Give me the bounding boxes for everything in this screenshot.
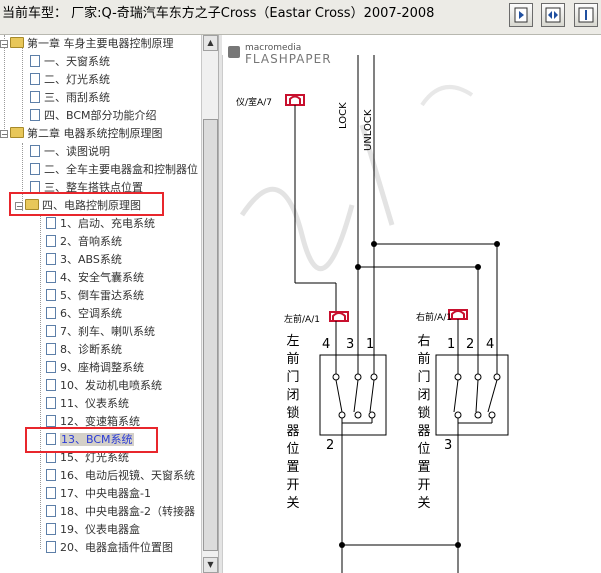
document-icon — [46, 253, 56, 265]
left-connector-label: 左前/A/1 — [284, 315, 320, 325]
document-icon — [46, 235, 56, 247]
right-pin-4: 4 — [486, 337, 495, 352]
tree-item[interactable]: 一、天窗系统 — [30, 54, 110, 70]
left-pin-3: 3 — [346, 337, 355, 352]
collapse-icon[interactable]: − — [0, 40, 8, 49]
document-icon — [30, 163, 40, 175]
highlight-box-bcm — [25, 427, 158, 453]
tree-item[interactable]: 12、变速箱系统 — [46, 414, 140, 430]
document-icon — [46, 505, 56, 517]
tree-folder-circuit-diagrams[interactable]: −四、电路控制原理图 — [15, 199, 141, 212]
tree-chapter-1[interactable]: −第一章 车身主要电器控制原理 — [0, 37, 174, 50]
scroll-up-icon[interactable]: ▲ — [203, 35, 218, 51]
scroll-down-icon[interactable]: ▼ — [203, 557, 218, 573]
chapter-tree: −第一章 车身主要电器控制原理 一、天窗系统二、灯光系统三、雨刮系统四、BCM部… — [0, 35, 201, 573]
tree-scrollbar[interactable]: ▲ ▼ — [201, 35, 219, 573]
document-icon — [30, 109, 40, 121]
document-icon — [46, 415, 56, 427]
tree-item[interactable]: 1、启动、充电系统 — [46, 216, 155, 232]
tree-item[interactable]: 6、空调系统 — [46, 306, 122, 322]
tree-item[interactable]: 8、诊断系统 — [46, 342, 122, 358]
document-viewer: macromedia FLASHPAPER — [222, 35, 601, 573]
document-icon — [46, 379, 56, 391]
document-icon — [46, 469, 56, 481]
tree-item[interactable]: 四、BCM部分功能介绍 — [30, 108, 157, 124]
title-bar: 当前车型： 厂家:Q-奇瑞汽车东方之子Cross（Eastar Cross）20… — [0, 0, 601, 35]
document-icon — [46, 523, 56, 535]
tree-item[interactable]: 二、灯光系统 — [30, 72, 110, 88]
document-icon — [46, 307, 56, 319]
close-icon — [578, 7, 594, 23]
tree-item[interactable]: 3、ABS系统 — [46, 252, 122, 268]
collapse-icon[interactable]: − — [15, 202, 23, 211]
tree-chapter-2[interactable]: −第二章 电器系统控制原理图 — [0, 127, 163, 140]
document-icon — [46, 343, 56, 355]
tree-item[interactable]: 三、雨刮系统 — [30, 90, 110, 106]
tree-item[interactable]: 11、仪表系统 — [46, 396, 129, 412]
tree-item[interactable]: 三、整车搭铁点位置 — [30, 180, 143, 196]
fit-icon — [545, 7, 561, 23]
left-pin-1: 1 — [366, 337, 375, 352]
left-switch-label: 左前门闭锁器位置开关 — [286, 334, 300, 511]
right-switch-label: 右前门闭锁器位置开关 — [417, 334, 431, 511]
tree-item[interactable]: 4、安全气囊系统 — [46, 270, 144, 286]
lock-label: LOCK — [338, 102, 349, 129]
macromedia-icon — [228, 46, 240, 58]
fit-width-button[interactable] — [541, 3, 565, 27]
left-pin-4: 4 — [322, 337, 331, 352]
document-icon — [46, 361, 56, 373]
right-pin-2: 2 — [466, 337, 475, 352]
tree-item[interactable]: 13、BCM系统 — [46, 432, 134, 448]
tree-item[interactable]: 二、全车主要电器盒和控制器位 — [30, 162, 198, 178]
document-icon — [30, 55, 40, 67]
next-icon — [514, 7, 528, 23]
document-icon — [46, 325, 56, 337]
wiring-diagram — [222, 55, 509, 573]
document-icon — [46, 433, 56, 445]
document-icon — [30, 145, 40, 157]
scroll-thumb[interactable] — [203, 119, 218, 551]
window-title: 当前车型： 厂家:Q-奇瑞汽车东方之子Cross（Eastar Cross）20… — [2, 6, 435, 21]
right-pin-1: 1 — [447, 337, 456, 352]
tree-item[interactable]: 10、发动机电喷系统 — [46, 378, 162, 394]
tree-item[interactable]: 7、刹车、喇叭系统 — [46, 324, 155, 340]
document-icon — [46, 541, 56, 553]
tree-item[interactable]: 20、电器盒插件位置图 — [46, 540, 173, 556]
close-panel-button[interactable] — [574, 3, 598, 27]
document-icon — [46, 487, 56, 499]
document-icon — [46, 217, 56, 229]
right-ground-pin: 3 — [444, 438, 453, 453]
next-page-button[interactable] — [509, 3, 533, 27]
unlock-label: UNLOCK — [363, 109, 374, 151]
highlight-box-folder — [9, 192, 164, 216]
document-icon — [30, 91, 40, 103]
folder-open-icon — [25, 199, 39, 210]
right-connector-label: 右前/A/1 — [416, 313, 452, 323]
tree-item[interactable]: 16、电动后视镜、天窗系统 — [46, 468, 195, 484]
folder-open-icon — [10, 127, 24, 138]
document-icon — [46, 271, 56, 283]
document-icon — [46, 289, 56, 301]
document-icon — [30, 73, 40, 85]
tree-item[interactable]: 17、中央电器盒-1 — [46, 486, 151, 502]
pane-splitter[interactable] — [218, 35, 223, 573]
tree-item[interactable]: 2、音响系统 — [46, 234, 122, 250]
collapse-icon[interactable]: − — [0, 130, 8, 139]
tree-item[interactable]: 18、中央电器盒-2（转接器 — [46, 504, 195, 520]
tree-item[interactable]: 9、座椅调整系统 — [46, 360, 144, 376]
top-connector-label: 仪/室A/7 — [236, 98, 272, 108]
tree-item[interactable]: 一、读图说明 — [30, 144, 110, 160]
left-ground-pin: 2 — [326, 438, 335, 453]
tree-item[interactable]: 5、倒车雷达系统 — [46, 288, 144, 304]
folder-open-icon — [10, 37, 24, 48]
document-icon — [46, 397, 56, 409]
tree-item[interactable]: 19、仪表电器盒 — [46, 522, 140, 538]
